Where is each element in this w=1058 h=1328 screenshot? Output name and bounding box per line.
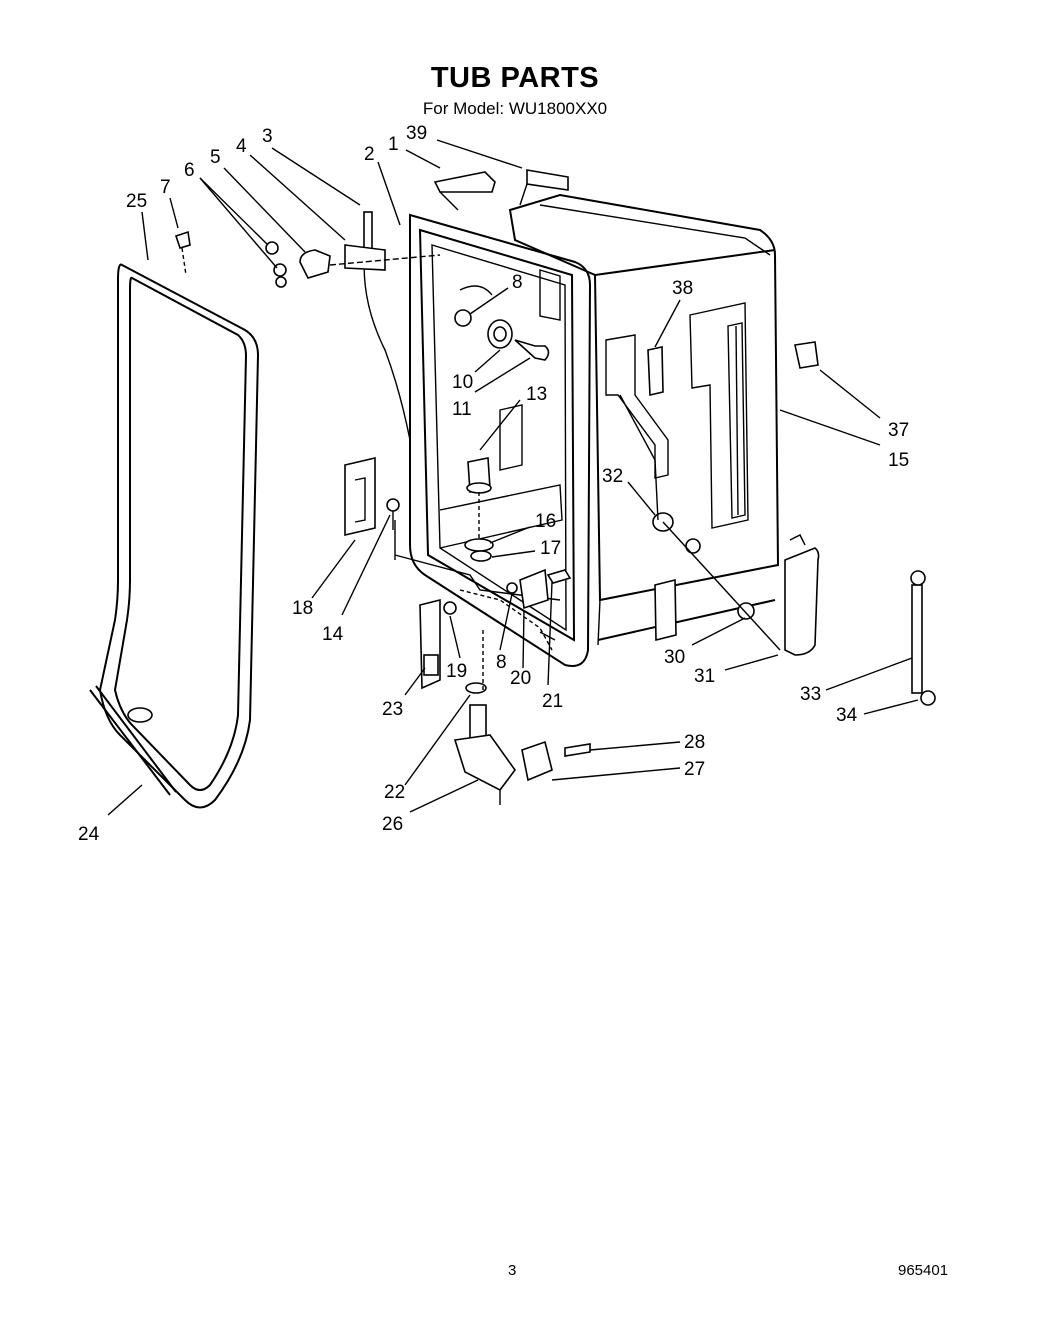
leader-lines xyxy=(107,139,919,816)
callout-7: 7 xyxy=(160,177,171,198)
callout-32: 32 xyxy=(602,466,623,487)
tub-body-drawing xyxy=(394,193,820,667)
callout-17: 17 xyxy=(540,538,561,559)
callout-1: 1 xyxy=(388,134,399,155)
callout-6: 6 xyxy=(184,160,195,181)
page-number: 3 xyxy=(508,1262,517,1279)
callout-38: 38 xyxy=(672,278,693,299)
callout-37: 37 xyxy=(888,420,909,441)
callout-34: 34 xyxy=(836,705,858,726)
callout-11: 11 xyxy=(452,399,472,420)
lower-hardware-drawing xyxy=(344,456,936,805)
callout-3: 3 xyxy=(262,126,273,147)
callout-24: 24 xyxy=(78,824,100,845)
callout-28: 28 xyxy=(684,732,705,753)
callout-8-top: 8 xyxy=(512,272,523,293)
callout-labels: 1 2 3 4 5 6 7 8 8 10 11 13 14 15 16 17 1… xyxy=(78,123,909,845)
callout-30: 30 xyxy=(664,647,685,668)
callout-4: 4 xyxy=(236,136,247,157)
callout-21: 21 xyxy=(542,691,563,712)
callout-2: 2 xyxy=(364,144,375,165)
callout-33: 33 xyxy=(800,684,821,705)
callout-25: 25 xyxy=(126,191,147,212)
callout-8-bottom: 8 xyxy=(496,652,507,673)
callout-23: 23 xyxy=(382,699,403,720)
callout-20: 20 xyxy=(510,668,531,689)
top-hardware-drawing xyxy=(174,169,569,441)
callout-18: 18 xyxy=(292,598,313,619)
document-number: 965401 xyxy=(898,1262,949,1279)
callout-13: 13 xyxy=(526,384,547,405)
callout-39: 39 xyxy=(406,123,427,144)
callout-10: 10 xyxy=(452,372,473,393)
callout-22: 22 xyxy=(384,782,405,803)
callout-19: 19 xyxy=(446,661,467,682)
callout-14: 14 xyxy=(322,624,344,645)
door-gasket-drawing xyxy=(89,263,260,809)
page-title: TUB PARTS xyxy=(430,62,600,94)
callout-15: 15 xyxy=(888,450,909,471)
callout-5: 5 xyxy=(210,147,221,168)
model-subtitle: For Model: WU1800XX0 xyxy=(422,99,608,118)
callout-31: 31 xyxy=(694,666,715,687)
callout-16: 16 xyxy=(535,511,556,532)
callout-26: 26 xyxy=(382,814,403,835)
callout-27: 27 xyxy=(684,759,705,780)
